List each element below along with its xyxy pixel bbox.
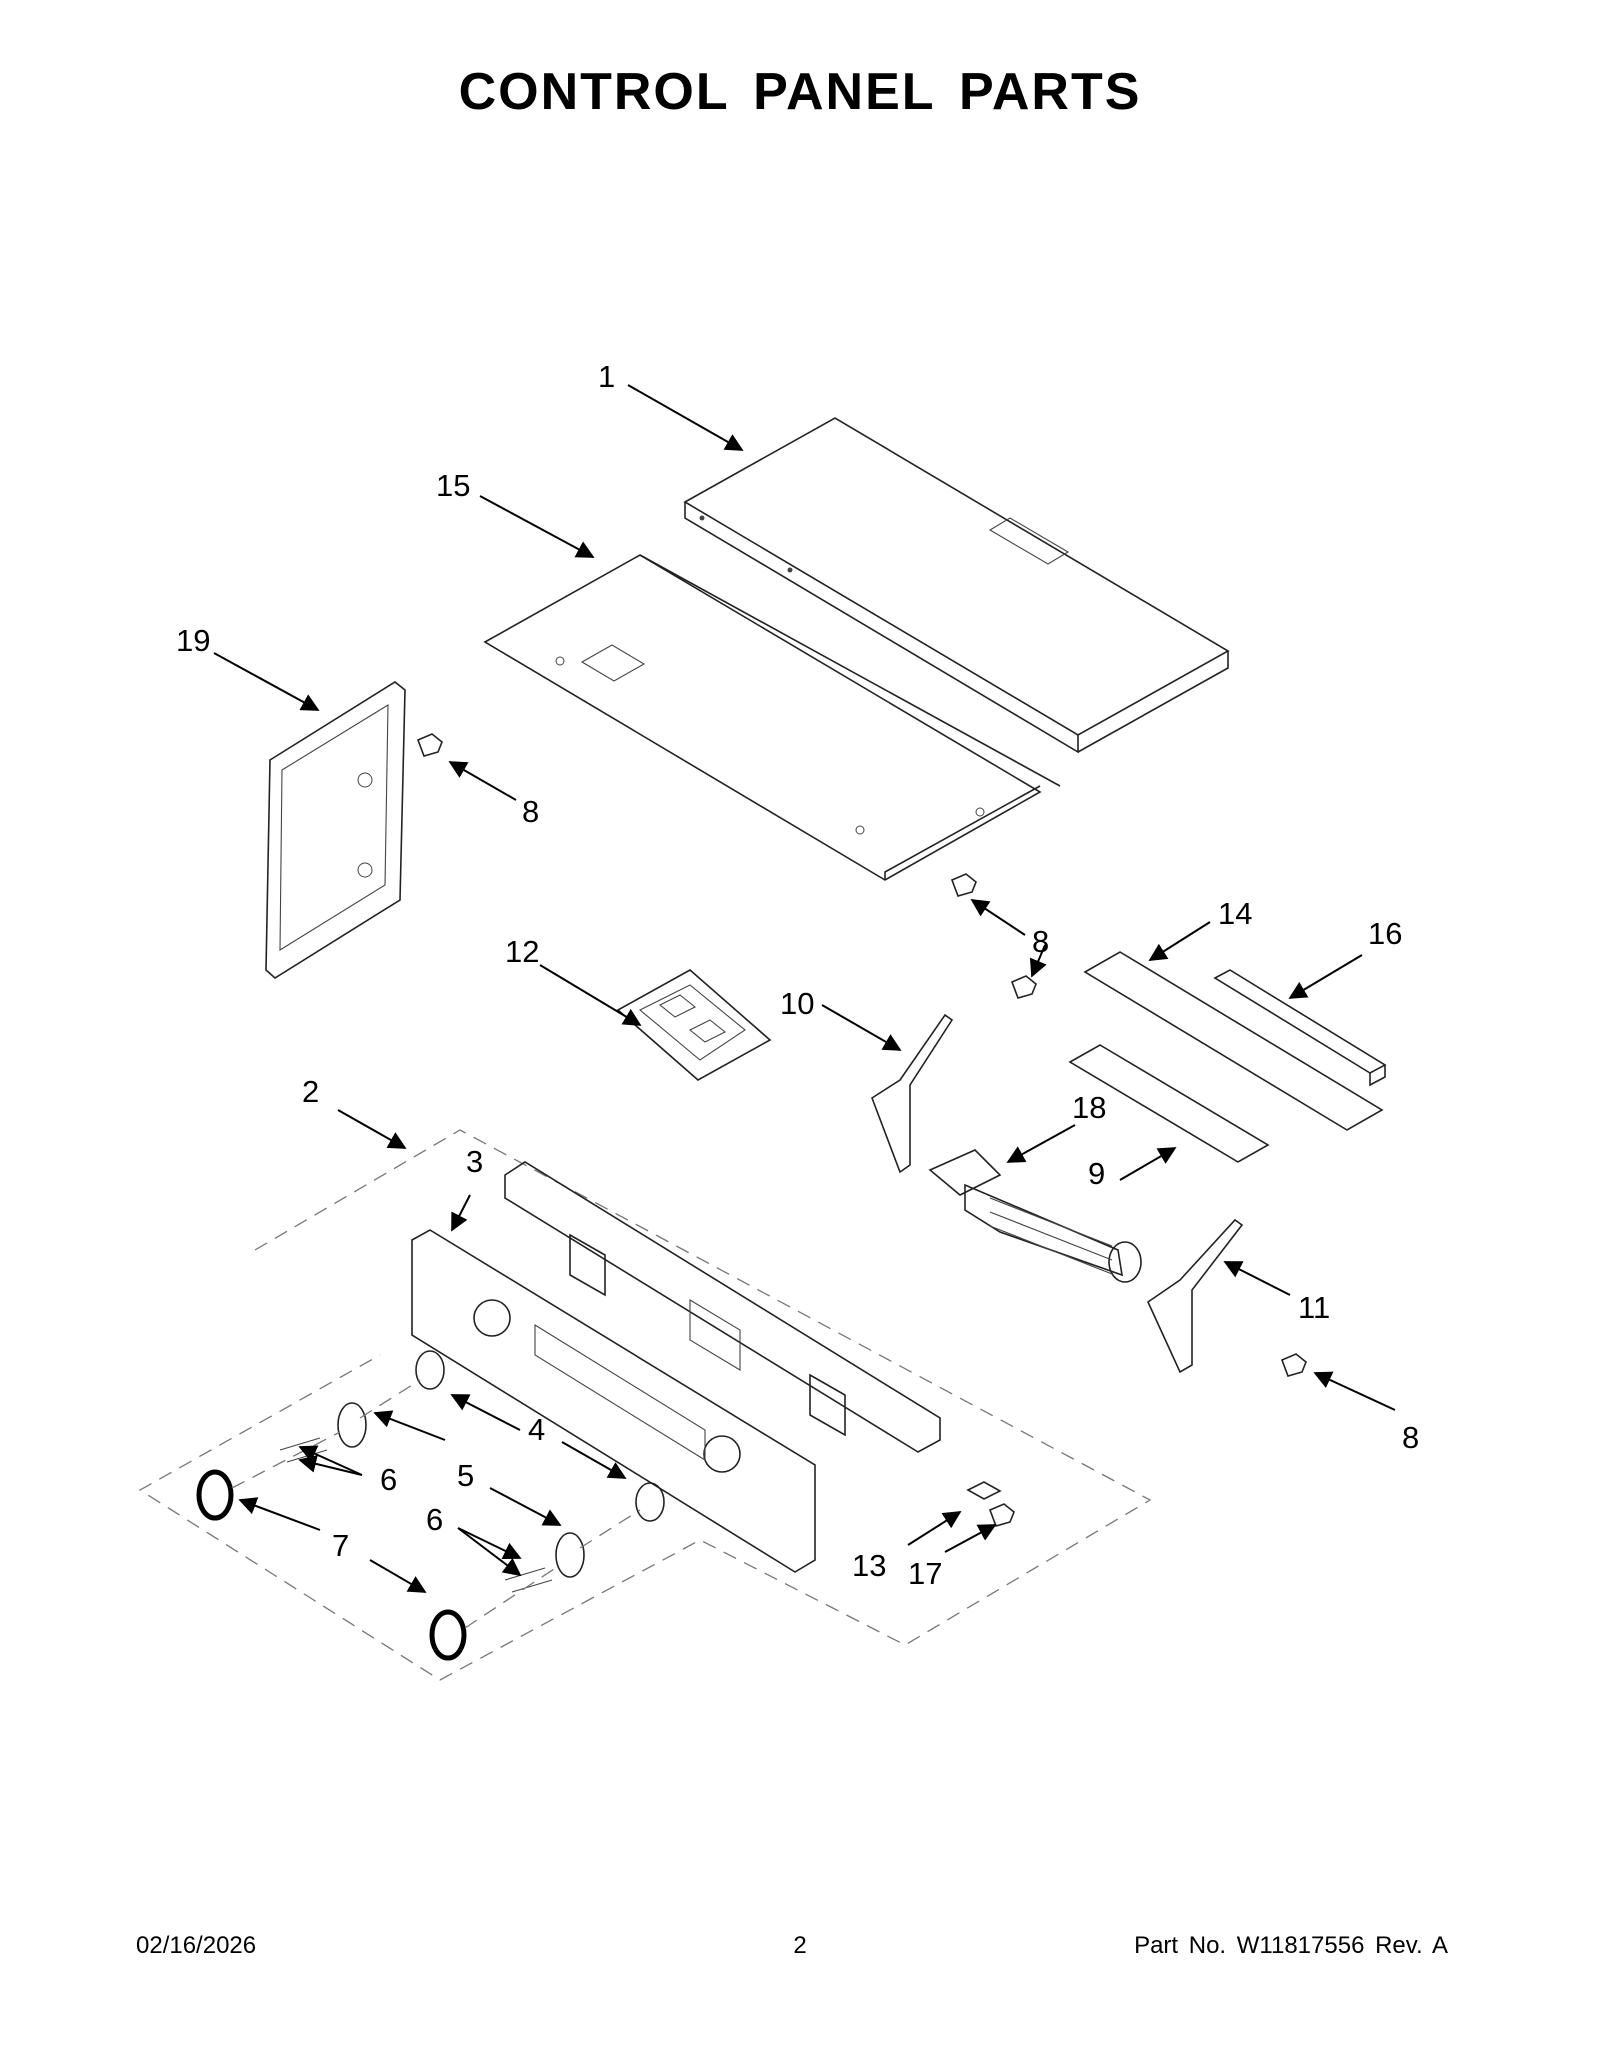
callout-arrows bbox=[213, 384, 1396, 1593]
callout-9: 9 bbox=[1088, 1156, 1105, 1191]
callout-8-c: 8 bbox=[1402, 1420, 1419, 1455]
part-control-panel bbox=[411, 1161, 941, 1573]
callout-6-b: 6 bbox=[426, 1502, 443, 1537]
part-blower-fan bbox=[928, 1149, 1142, 1283]
callout-19: 19 bbox=[176, 623, 210, 658]
part-control-board bbox=[616, 969, 772, 1081]
screw-icons bbox=[416, 733, 1307, 1527]
callout-1: 1 bbox=[598, 359, 615, 394]
callout-10: 10 bbox=[780, 986, 814, 1021]
callout-labels: 1 15 19 8 8 12 14 16 10 2 18 9 3 11 4 8 … bbox=[176, 359, 1419, 1591]
footer-part-number: Part No. W11817556 Rev. A bbox=[1134, 1932, 1448, 1959]
console-outline-dashed bbox=[138, 1129, 1152, 1681]
callout-7: 7 bbox=[332, 1528, 349, 1563]
callout-17: 17 bbox=[908, 1556, 942, 1591]
callout-5: 5 bbox=[457, 1458, 474, 1493]
callout-14: 14 bbox=[1218, 896, 1252, 931]
callout-12: 12 bbox=[505, 934, 539, 969]
part-side-brackets bbox=[871, 1013, 1244, 1374]
callout-8-a: 8 bbox=[522, 794, 539, 829]
part-access-frame bbox=[265, 681, 406, 979]
callout-18: 18 bbox=[1072, 1090, 1106, 1125]
callout-6-a: 6 bbox=[380, 1462, 397, 1497]
footer-date: 02/16/2026 bbox=[136, 1932, 257, 1959]
callout-11: 11 bbox=[1298, 1290, 1330, 1325]
callout-4: 4 bbox=[528, 1412, 545, 1447]
page-title: CONTROL PANEL PARTS bbox=[458, 63, 1142, 121]
part-mounting-plate bbox=[483, 554, 1061, 881]
callout-3: 3 bbox=[466, 1144, 483, 1179]
callout-13: 13 bbox=[852, 1548, 886, 1583]
callout-2: 2 bbox=[302, 1074, 319, 1109]
part-knobs bbox=[196, 1350, 1002, 1661]
callout-16: 16 bbox=[1368, 916, 1402, 951]
callout-8-b: 8 bbox=[1032, 924, 1049, 959]
part-brackets bbox=[1068, 951, 1387, 1163]
part-top-cover bbox=[683, 417, 1230, 754]
callout-15: 15 bbox=[436, 468, 470, 503]
footer-page-number: 2 bbox=[793, 1932, 807, 1959]
